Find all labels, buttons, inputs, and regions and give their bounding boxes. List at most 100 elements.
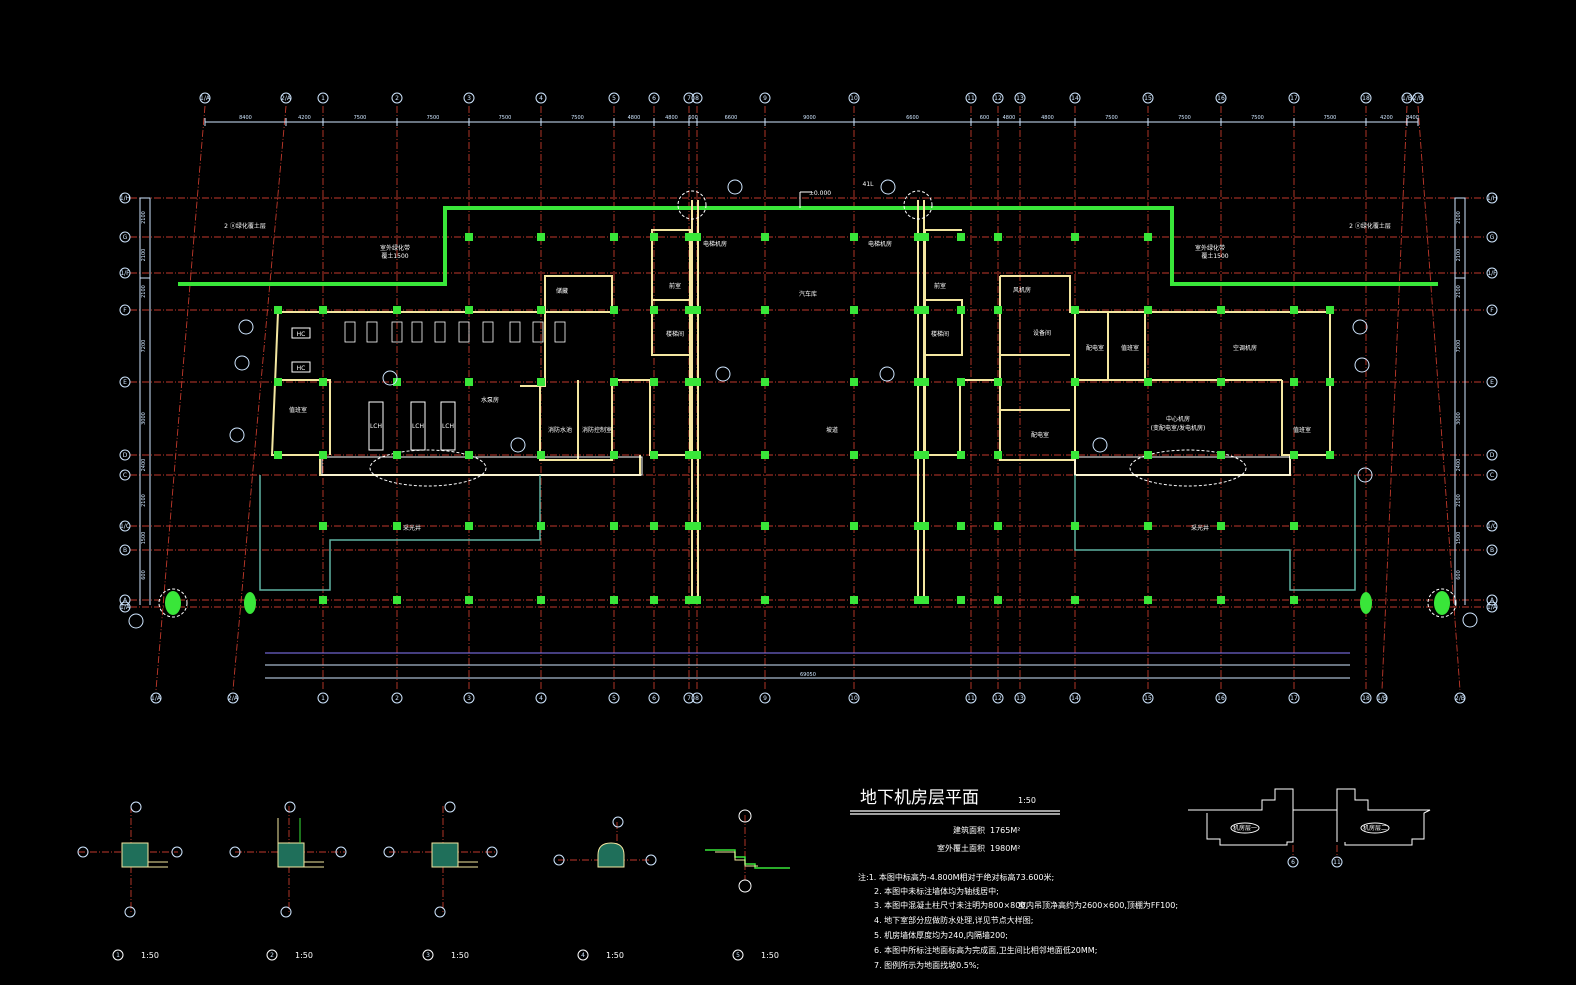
room-left-stair: 楼梯间 [666,330,684,338]
detail-number-bubble [732,949,744,961]
dimension-text-top: 8400 [1406,115,1419,121]
dimension-text-top: 4800 [1041,115,1054,121]
axis-bubble-bottom [648,692,660,704]
column [850,306,858,314]
column [1071,233,1079,241]
column [319,596,327,604]
area-label-2: 室外覆土面积 [937,843,985,853]
detail-1 [77,801,183,918]
axis-label-left: A [123,597,128,604]
detail-4 [553,816,657,868]
room-right-hall-sub: (变配电室/发电机房) [1151,424,1206,432]
column [957,522,965,530]
axis-label-bottom: 12 [994,695,1002,702]
axis-label-left: B [123,547,127,554]
column [1217,451,1225,459]
right-dim-box [1454,197,1466,279]
column [650,596,658,604]
column [537,378,545,386]
room-right-yard: 采光井 [1191,524,1209,532]
axis-label-bottom: 16 [1217,695,1225,702]
axis-bubble-right [1486,520,1498,532]
column [465,306,473,314]
equipment-tag-lch-3: LCH [442,423,454,430]
column [1217,378,1225,386]
column [1071,306,1079,314]
column [994,596,1002,604]
area-value-2: 1980M² [990,844,1020,853]
axis-bubble-right [1486,267,1498,279]
column [994,306,1002,314]
detail-number: 2 [270,952,274,959]
pump-unit [482,321,494,343]
room-left-yard: 采光井 [403,524,421,532]
room-right-small-1: 风机房 [1013,286,1031,294]
axis-bubble-left [119,469,131,481]
axis-label-right: A [1490,597,1495,604]
room-right-extra: 配电室 [1031,431,1049,439]
axis-label-bottom: 7 [687,695,691,702]
axis-label-top: 1 [321,95,325,102]
column [274,306,282,314]
room-right-stair: 楼梯间 [931,330,949,338]
column [1217,522,1225,530]
column [761,451,769,459]
note-5: 5. 机房墙体厚度均为240,内隔墙200; [874,930,1008,940]
dimension-text-top: 4800 [628,115,641,121]
column [610,233,618,241]
detail-number-bubble [422,949,434,961]
column [465,451,473,459]
axis-bubble-bottom [1376,692,1388,704]
dimension-text-right: 600 [1456,570,1462,580]
column [921,522,929,530]
axis-label-bottom: 4 [539,695,543,702]
axis-label-right: F [1490,307,1494,314]
axis-label-right: 1/C [1487,523,1497,530]
axis-label-top: 18 [1362,95,1370,102]
axis-label-left: C [123,472,127,479]
room-ramp: 坡道 [826,426,838,434]
column [921,378,929,386]
grid-line-vertical [1381,105,1408,691]
detail-scale: 1:50 [761,951,779,960]
detail-5 [705,809,790,893]
pump-unit [411,321,423,343]
axis-label-top: 8 [695,95,699,102]
axis-label-bottom: 2/B [1455,695,1465,702]
column [994,233,1002,241]
axis-bubble-top [463,92,475,104]
axis-bubble-right [1486,544,1498,556]
top-elevation: ±0.000 [809,190,831,197]
room-left-office: 值班室 [289,406,307,414]
column [685,451,693,459]
axis-bubble-left [119,594,131,606]
axis-label-bottom: 2 [395,695,399,702]
pump-unit [509,321,521,343]
equipment: HC HC LCH LCH LCH [291,327,456,451]
column [650,233,658,241]
dimension-text-right: 2100 [1456,285,1462,298]
axis-bubble-top [691,92,703,104]
axis-label-top: 17 [1290,95,1298,102]
axis-bubble-right [1486,192,1498,204]
axis-bubble-top [1215,92,1227,104]
axis-bubble-right [1486,469,1498,481]
axis-bubble-bottom [848,692,860,704]
axis-label-left: E [123,379,127,386]
column [921,596,929,604]
axis-bubble-bottom [1454,692,1466,704]
dimension-text-top: 7500 [499,115,512,121]
column [393,378,401,386]
detail-number: 1 [116,952,120,959]
keyplan-axis-left: 6 [1291,859,1295,866]
column [1326,451,1334,459]
axis-bubble-right [1486,231,1498,243]
keyplan-right-label: 机房层二 [1363,824,1387,832]
axis-label-top: 3 [467,95,471,102]
dimension-text-right: 2100 [1456,211,1462,224]
column [319,451,327,459]
